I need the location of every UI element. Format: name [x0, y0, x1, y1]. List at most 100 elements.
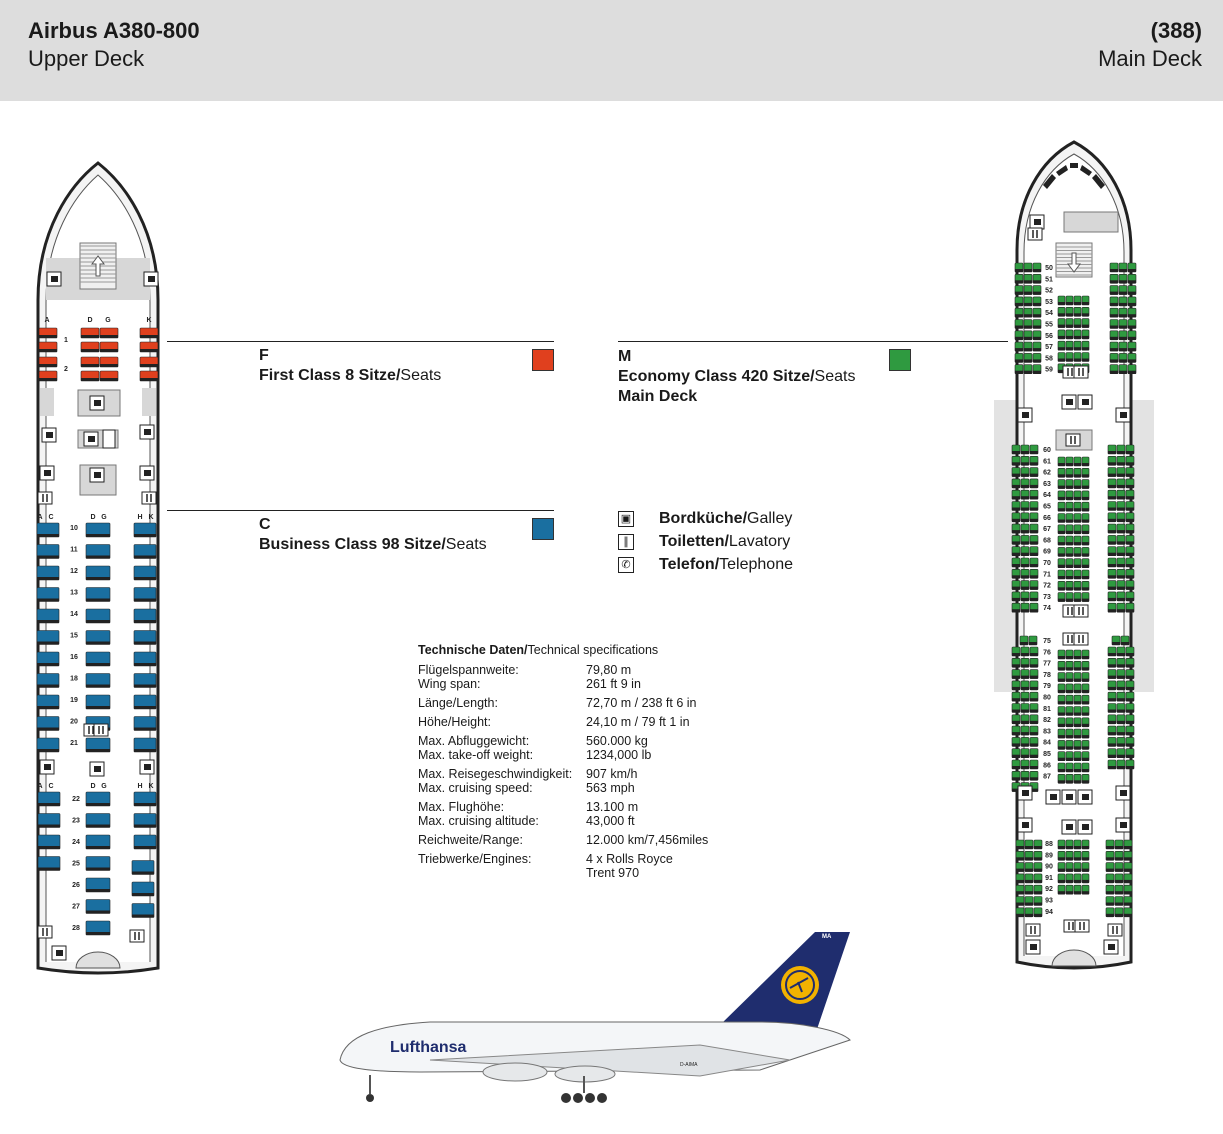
seat — [133, 694, 157, 710]
seat — [1109, 353, 1119, 363]
cockpit-windows — [1043, 163, 1105, 189]
seat — [1107, 546, 1117, 557]
seat — [1011, 602, 1021, 613]
seat — [1011, 535, 1021, 545]
seat — [1127, 285, 1137, 295]
seat — [1109, 273, 1119, 284]
column-label: K — [148, 783, 153, 790]
seat — [85, 920, 111, 936]
seat — [1081, 751, 1090, 762]
seat — [1065, 694, 1074, 705]
seat — [85, 899, 111, 914]
seat — [1081, 884, 1090, 895]
seat — [85, 630, 111, 645]
seat — [1011, 568, 1021, 579]
row-number: 61 — [1043, 458, 1051, 465]
row-number: 94 — [1045, 909, 1053, 916]
spec-value: 79,80 m — [586, 663, 632, 677]
first-class-swatch — [532, 349, 554, 371]
seat — [1125, 535, 1135, 545]
seat — [1032, 330, 1042, 341]
first-class-label: F First Class 8 Sitze/Seats — [259, 346, 441, 386]
spec-value: Trent 970 — [586, 866, 640, 880]
seat — [1116, 580, 1126, 590]
seat — [1029, 591, 1039, 602]
seat — [133, 673, 157, 688]
spec-label: Länge/Length: — [418, 696, 498, 710]
seat — [36, 565, 60, 581]
seat — [1029, 737, 1039, 747]
seat — [1107, 714, 1117, 725]
seat — [1073, 862, 1082, 872]
lavatory-icon — [1065, 433, 1081, 447]
seat — [1023, 296, 1033, 307]
seat — [1125, 580, 1135, 590]
seat — [38, 370, 58, 382]
seat — [1057, 751, 1066, 762]
seat — [1057, 660, 1066, 671]
seat — [1029, 580, 1039, 590]
seat — [1029, 535, 1039, 545]
row-number: 83 — [1043, 728, 1051, 735]
seat — [38, 356, 58, 368]
seat — [1125, 568, 1135, 579]
seat — [1073, 762, 1082, 773]
seat — [1057, 728, 1066, 739]
row-number: 84 — [1043, 740, 1051, 747]
seat — [1107, 535, 1117, 545]
row-number: 55 — [1045, 322, 1053, 329]
seat — [85, 694, 111, 710]
lavatory-icon — [1074, 919, 1090, 933]
seat — [1073, 479, 1082, 489]
seat — [1081, 740, 1090, 750]
seat — [1014, 353, 1024, 363]
row-number: 11 — [70, 547, 78, 554]
spec-value: 560.000 kg — [586, 734, 648, 748]
seat — [1020, 557, 1030, 568]
galley-icon — [39, 465, 55, 481]
seat — [1011, 580, 1021, 590]
seat — [1057, 479, 1066, 489]
row-number: 78 — [1043, 672, 1051, 679]
seat — [133, 565, 157, 581]
seat — [1011, 455, 1021, 466]
seat — [1057, 672, 1066, 682]
galley-icon — [1077, 819, 1093, 835]
seat — [1014, 330, 1024, 341]
seat — [1081, 592, 1090, 602]
row-number: 76 — [1043, 649, 1051, 656]
seat — [1073, 706, 1082, 716]
seat — [1125, 501, 1135, 511]
seat — [1109, 285, 1119, 295]
galley-icon — [89, 467, 105, 483]
row-number: 71 — [1043, 571, 1051, 578]
spec-value: 12.000 km/7,456miles — [586, 833, 709, 847]
row-number: 51 — [1045, 276, 1053, 283]
seat — [1127, 262, 1137, 273]
legend-telephone-text: Telephone — [719, 556, 793, 573]
seat — [1033, 896, 1043, 906]
galley-icon — [139, 465, 155, 481]
seat — [1123, 896, 1133, 906]
seat — [1065, 524, 1074, 535]
seat — [1029, 512, 1039, 523]
seat — [85, 522, 111, 538]
seat — [1116, 602, 1126, 613]
seat — [139, 356, 159, 368]
galley-icon — [1025, 939, 1041, 955]
seat — [1014, 296, 1024, 307]
galley-icon — [1115, 817, 1131, 833]
row-number: 67 — [1043, 526, 1051, 533]
seat — [133, 737, 157, 753]
seat — [1073, 839, 1082, 850]
seat — [1065, 580, 1074, 591]
seat — [1011, 478, 1021, 489]
galley-icon — [139, 759, 155, 775]
seat — [1011, 657, 1021, 668]
seat — [1125, 557, 1135, 568]
spec-label: Triebwerke/Engines: — [418, 852, 532, 866]
seat — [1109, 307, 1119, 318]
lavatory-icon — [1025, 923, 1041, 937]
seat — [1107, 725, 1117, 736]
